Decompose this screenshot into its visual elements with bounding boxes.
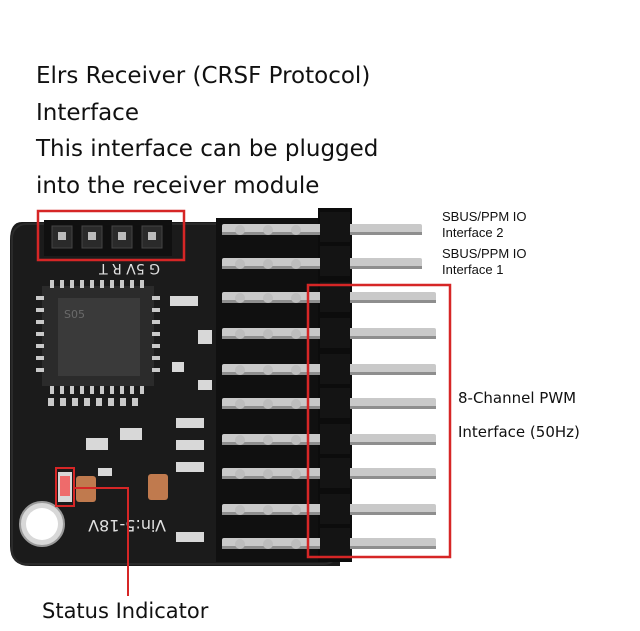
sbus-label-1-line2: Interface 1: [442, 262, 504, 277]
sbus-label-2: SBUS/PPM IO Interface 2: [442, 209, 527, 241]
pad-row: [48, 398, 138, 406]
pwm-label-line2: Interface (50Hz): [458, 423, 580, 441]
title-line-4: into the receiver module: [36, 172, 320, 199]
sbus-label-1: SBUS/PPM IO Interface 1: [442, 246, 527, 278]
solder-joints: [235, 225, 301, 549]
sbus-label-2-line2: Interface 2: [442, 225, 504, 240]
status-indicator-label: Status Indicator: [42, 599, 209, 623]
title-line-1: Elrs Receiver (CRSF Protocol): [36, 63, 371, 89]
header-spacers: [320, 212, 350, 558]
silkscreen-pins: G 5V R T: [99, 260, 160, 276]
title-line-3: This interface can be plugged: [36, 136, 379, 162]
small-components: [58, 296, 212, 542]
crsf-highlight-box: [36, 209, 186, 262]
title-block: Elrs Receiver (CRSF Protocol) Interface …: [36, 58, 378, 204]
crsf-connector: [44, 220, 172, 256]
sbus-label-1-line1: SBUS/PPM IO: [442, 246, 527, 261]
sbus-label-2-line1: SBUS/PPM IO: [442, 209, 527, 224]
svg-text:S05: S05: [64, 308, 85, 321]
mcu-chip: S05: [36, 280, 160, 394]
pwm-highlight-box: [306, 283, 452, 559]
pwm-label-line1: 8-Channel PWM: [458, 389, 577, 407]
title-line-2: Interface: [36, 99, 139, 126]
status-pointer-line: [74, 487, 129, 596]
